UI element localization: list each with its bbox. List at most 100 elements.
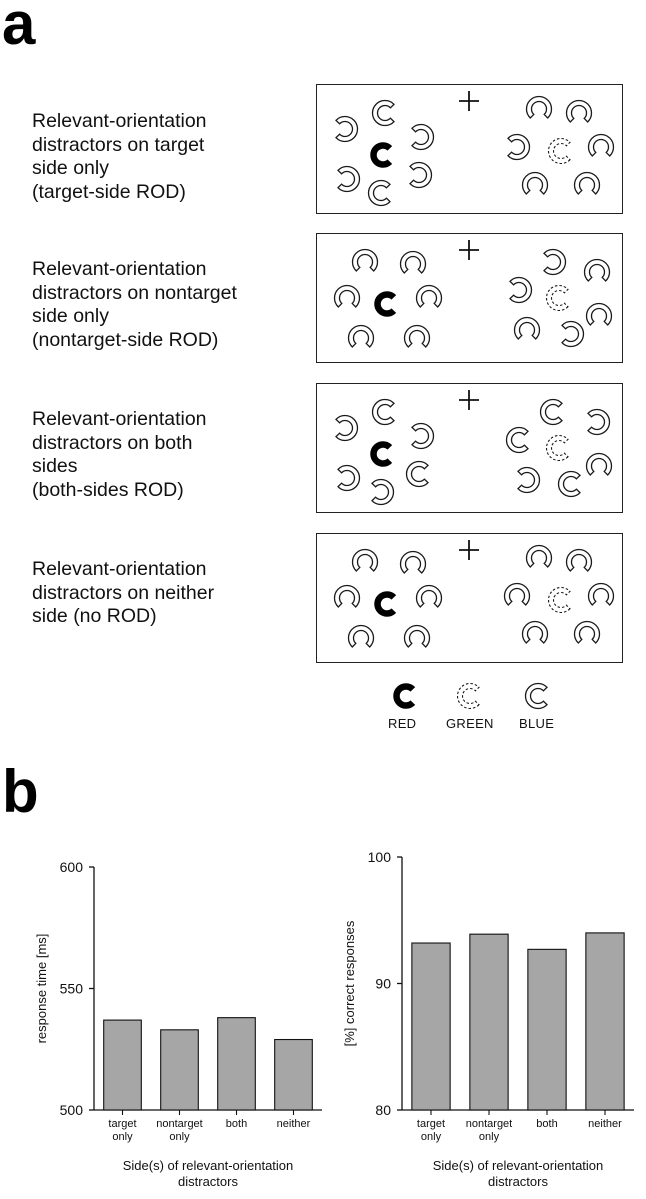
- condition-line: Relevant-orientation: [32, 258, 207, 280]
- bar-both: [217, 1017, 256, 1111]
- x-tick-label: only: [479, 1131, 500, 1143]
- distractor-c-blue: [371, 478, 395, 506]
- bar-both: [527, 948, 567, 1111]
- legend-label-red: RED: [388, 716, 417, 731]
- x-tick-label: both: [536, 1118, 557, 1130]
- distractor-c-blue: [521, 171, 549, 195]
- distractor-c-green: [546, 285, 569, 311]
- panel-b-letter: b: [2, 758, 39, 825]
- distractor-c-blue: [587, 133, 615, 157]
- stimulus-svg: [335, 390, 613, 506]
- x-axis-label: distractors: [488, 1174, 548, 1189]
- distractor-c-blue: [573, 620, 601, 644]
- distractor-c-blue: [565, 99, 593, 123]
- condition-line: side (no ROD): [32, 605, 157, 627]
- distractor-c-blue: [503, 582, 531, 606]
- y-tick-label: 80: [375, 1102, 391, 1118]
- distractor-c-blue: [411, 123, 435, 151]
- legend-symbols: [393, 682, 548, 710]
- fixation-cross: [459, 91, 479, 111]
- y-tick-label: 550: [60, 981, 84, 997]
- y-tick-label: 90: [375, 976, 391, 992]
- stimulus-display-both-sides: [316, 383, 623, 513]
- distractor-c-blue: [405, 460, 429, 488]
- distractor-c-blue: [587, 582, 615, 606]
- condition-line: distractors on both: [32, 431, 193, 454]
- x-axis-label: Side(s) of relevant-orientation: [433, 1158, 604, 1173]
- distractor-c-blue: [525, 544, 553, 568]
- legend-label-green: GREEN: [446, 716, 494, 731]
- bar-neither: [274, 1038, 313, 1111]
- stimulus-display-nontarget-side: [316, 233, 623, 363]
- distractor-c-blue: [525, 95, 553, 119]
- chart-axes: [401, 857, 634, 1111]
- condition-line: distractors on neither: [32, 581, 215, 604]
- distractor-c-blue: [367, 179, 391, 207]
- x-tick-label: target: [108, 1118, 136, 1130]
- distractor-c-blue: [524, 682, 548, 710]
- distractor-c-blue: [337, 165, 361, 193]
- distractor-c-blue: [333, 584, 361, 608]
- distractor-c-blue: [335, 115, 359, 143]
- x-tick-label: only: [112, 1131, 133, 1143]
- distractor-c-blue: [351, 248, 379, 272]
- condition-line: distractors on nontarget: [32, 281, 237, 304]
- x-tick-label: target: [417, 1118, 445, 1130]
- bar-target-only: [411, 942, 451, 1111]
- fixation-cross: [459, 390, 479, 410]
- condition-line: side only: [32, 305, 109, 327]
- bar-neither: [585, 932, 625, 1111]
- target-c-red: [370, 441, 393, 467]
- distractor-c-green: [546, 435, 569, 461]
- distractor-c-blue: [585, 302, 613, 326]
- distractor-c-blue: [347, 324, 375, 348]
- target-c-red: [393, 683, 416, 709]
- x-tick-label: only: [169, 1131, 190, 1143]
- y-tick-label: 100: [368, 849, 392, 865]
- distractor-c-blue: [509, 276, 533, 304]
- distractor-c-blue: [539, 398, 563, 426]
- stimulus-display-neither-side: [316, 533, 623, 663]
- distractor-c-blue: [411, 422, 435, 450]
- distractor-c-blue: [585, 452, 613, 476]
- distractor-c-green: [548, 138, 571, 164]
- distractor-c-blue: [347, 624, 375, 648]
- condition-text-neither-side: Relevant-orientation distractors on neit…: [32, 558, 302, 629]
- condition-line: (target-side ROD): [32, 180, 186, 203]
- condition-line: Relevant-orientation: [32, 558, 207, 580]
- x-tick-label: nontarget: [156, 1118, 202, 1130]
- stimulus-svg: [335, 91, 615, 207]
- condition-line: side only: [32, 157, 109, 179]
- bar-nontarget-only: [160, 1029, 199, 1111]
- x-axis-label: distractors: [178, 1174, 238, 1189]
- fixation-cross: [459, 540, 479, 560]
- condition-line: sides: [32, 455, 78, 477]
- distractor-c-blue: [403, 624, 431, 648]
- distractor-c-green: [548, 587, 571, 613]
- distractor-c-blue: [409, 161, 433, 189]
- target-c-red: [374, 591, 397, 617]
- fixation-cross: [459, 240, 479, 260]
- x-tick-label: neither: [588, 1118, 622, 1130]
- distractor-c-blue: [543, 248, 567, 276]
- x-tick-label: nontarget: [466, 1118, 512, 1130]
- distractor-c-blue: [403, 324, 431, 348]
- legend-label-blue: BLUE: [519, 716, 555, 731]
- y-tick-label: 600: [60, 859, 84, 875]
- distractor-c-blue: [557, 470, 581, 498]
- distractor-c-blue: [371, 398, 395, 426]
- distractor-c-blue: [371, 99, 395, 127]
- condition-text-both-sides: Relevant-orientation distractors on both…: [32, 408, 302, 502]
- distractor-c-blue: [507, 133, 531, 161]
- stimulus-display-target-side: [316, 84, 623, 214]
- distractor-c-blue: [583, 258, 611, 282]
- distractor-c-blue: [399, 550, 427, 574]
- distractor-c-blue: [513, 316, 541, 340]
- bar-nontarget-only: [469, 933, 509, 1111]
- distractor-c-blue: [587, 408, 611, 436]
- chart-axes: [93, 867, 322, 1111]
- stimulus-svg: [333, 540, 615, 648]
- stimulus-svg: [333, 240, 613, 348]
- distractor-c-blue: [333, 284, 361, 308]
- distractor-c-blue: [565, 548, 593, 572]
